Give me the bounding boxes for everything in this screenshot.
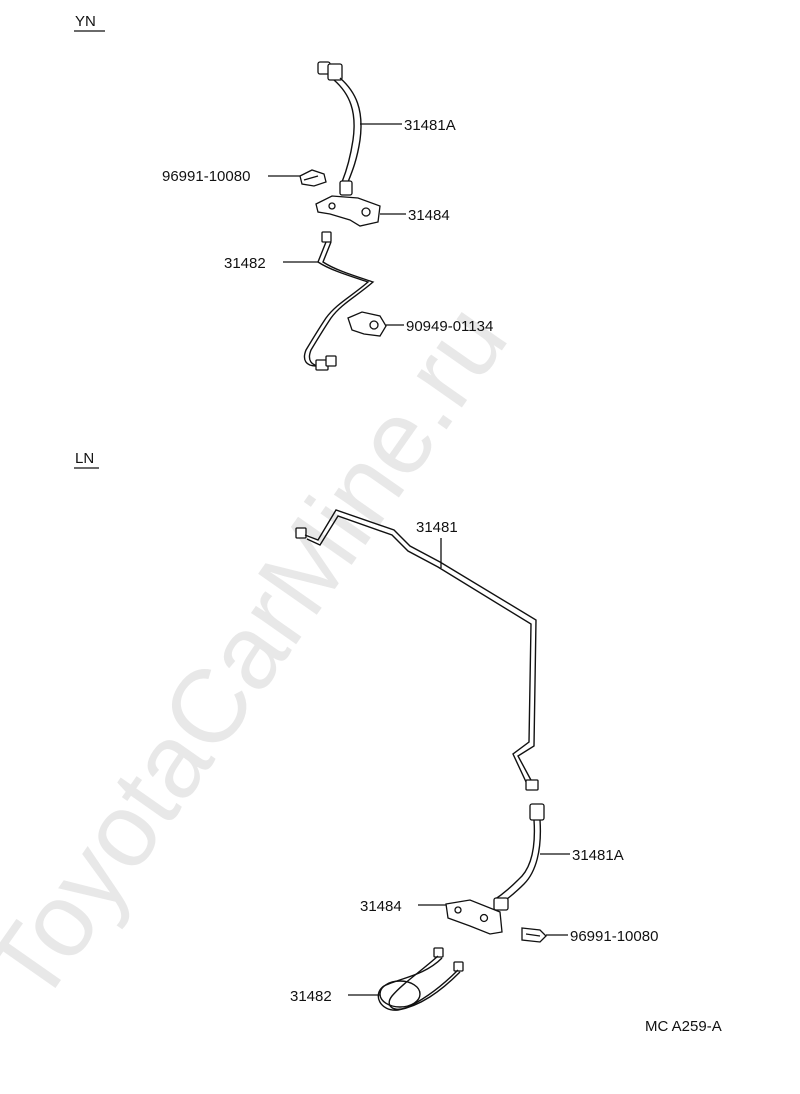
hose-31481a-ln-drawing: [493, 803, 545, 911]
label-hose-31481a-yn: 31481A: [404, 117, 456, 134]
label-hose-31481a-ln: 31481A: [572, 847, 624, 864]
label-clip-96991-yn: 96991-10080: [162, 168, 250, 185]
bracket-31484-ln-drawing: [445, 899, 503, 935]
clamp-90949-yn-drawing: [347, 311, 387, 337]
label-clip-96991-ln: 96991-10080: [570, 928, 658, 945]
section-title-yn: YN: [75, 13, 96, 30]
label-clamp-90949-yn: 90949-01134: [406, 318, 493, 335]
pipe-31482-ln-drawing: [377, 947, 464, 1011]
hose-31481a-yn-drawing: [317, 61, 362, 196]
bracket-31484-yn-drawing: [315, 195, 381, 227]
clip-96991-yn-drawing: [299, 169, 327, 187]
section-yn: YN 31481A 96991-10080 31484: [74, 13, 493, 371]
label-bracket-31484-yn: 31484: [408, 207, 450, 224]
section-title-ln: LN: [75, 450, 94, 467]
clip-96991-ln-drawing: [521, 927, 547, 943]
pipe-31482-yn-drawing: [303, 231, 375, 371]
label-pipe-31481-ln: 31481: [416, 519, 458, 536]
figure-code: MC A259-A: [645, 1018, 722, 1035]
label-bracket-31484-ln: 31484: [360, 898, 402, 915]
label-pipe-31482-ln: 31482: [290, 988, 332, 1005]
pipe-31481-ln-drawing: [295, 509, 539, 791]
label-pipe-31482-yn: 31482: [224, 255, 266, 272]
section-ln: LN 31481 31481A 31484: [74, 450, 658, 1011]
